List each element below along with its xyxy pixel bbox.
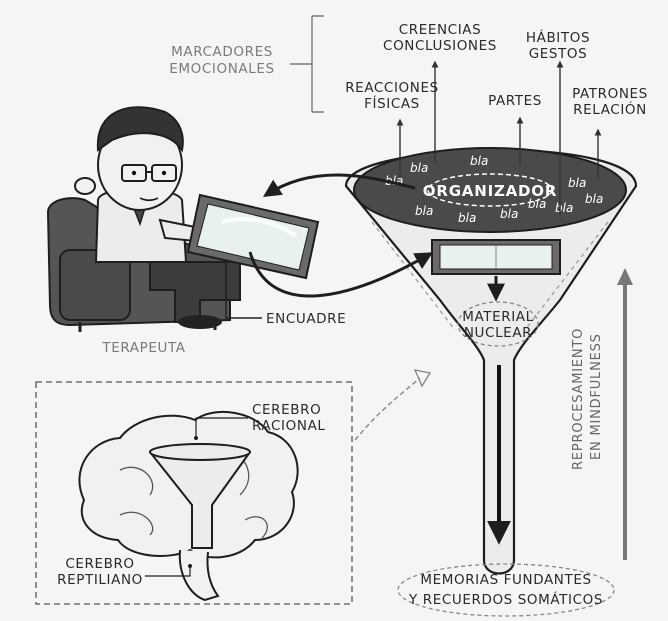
- bla-word: bla: [585, 192, 603, 206]
- label-reacciones: REACCIONES: [345, 80, 439, 96]
- label-gestos: GESTOS: [529, 46, 588, 62]
- label-nuclear: NUCLEAR: [464, 325, 532, 341]
- brain-inset: CEREBRO RACIONAL CEREBRO REPTILIANO: [35, 369, 432, 605]
- label-habitos: HÁBITOS: [526, 29, 590, 46]
- marcadores-group: MARCADORES EMOCIONALES: [169, 15, 324, 113]
- label-terapeuta: TERAPEUTA: [101, 340, 185, 356]
- label-reprocesamiento-2: EN MINDFULNESS: [589, 333, 604, 460]
- bla-word: bla: [410, 161, 428, 175]
- reprocesamiento-group: REPROCESAMIENTO EN MINDFULNESS: [571, 268, 633, 560]
- top-labels: CREENCIAS CONCLUSIONES HÁBITOS GESTOS RE…: [345, 22, 648, 118]
- label-fisicas: FÍSICAS: [364, 95, 420, 112]
- marcadores-bracket: [290, 15, 324, 113]
- label-reprocesamiento-1: REPROCESAMIENTO: [571, 328, 586, 470]
- label-encuadre: ENCUADRE: [266, 311, 346, 327]
- funnel-frame: [431, 239, 561, 302]
- label-cerebro-racional-1: CEREBRO: [252, 402, 321, 418]
- bla-word: bla: [555, 201, 573, 215]
- organizador-oval: ORGANIZADOR: [423, 173, 557, 207]
- memorias-group: MEMORIAS FUNDANTES Y RECUERDOS SOMÁTICOS: [397, 563, 615, 617]
- label-partes: PARTES: [488, 93, 542, 109]
- inset-dashed-arrow: [354, 377, 421, 441]
- label-cerebro-reptiliano-2: REPTILIANO: [57, 572, 143, 588]
- bla-word: bla: [458, 211, 476, 225]
- label-cerebro-racional-2: RACIONAL: [252, 418, 326, 434]
- bla-word: bla: [415, 204, 433, 218]
- label-material: MATERIAL: [462, 309, 534, 325]
- material-nuclear: MATERIAL NUCLEAR: [457, 301, 539, 347]
- label-memorias-2: Y RECUERDOS SOMÁTICOS: [408, 591, 603, 608]
- label-marcadores-2: EMOCIONALES: [169, 61, 274, 77]
- bla-word: bla: [528, 197, 546, 211]
- upward-arrows: [396, 60, 602, 215]
- label-conclusiones: CONCLUSIONES: [383, 38, 497, 54]
- encuadre-group: ENCUADRE: [225, 262, 346, 327]
- label-cerebro-reptiliano-1: CEREBRO: [65, 556, 134, 572]
- therapist-figure: [46, 106, 241, 332]
- bla-word: bla: [470, 154, 488, 168]
- therapist-frame: [186, 193, 320, 280]
- bla-word: bla: [500, 207, 518, 221]
- label-memorias-1: MEMORIAS FUNDANTES: [420, 572, 591, 588]
- bla-word: bla: [568, 176, 586, 190]
- label-patrones: PATRONES: [572, 86, 648, 102]
- organizador-label: ORGANIZADOR: [423, 182, 557, 200]
- label-marcadores-1: MARCADORES: [171, 44, 273, 60]
- label-relacion: RELACIÓN: [573, 100, 647, 118]
- arrow-frame-to-funnel: [248, 251, 434, 298]
- label-creencias: CREENCIAS: [399, 22, 482, 38]
- arrow-organizador-to-frame: [262, 173, 416, 197]
